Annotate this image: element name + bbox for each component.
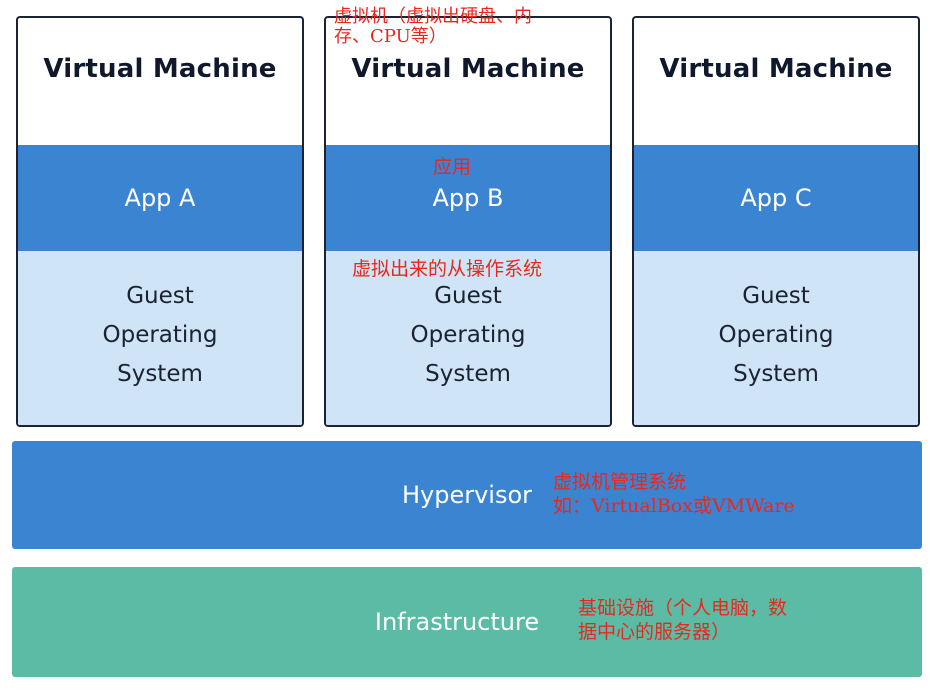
- app-b-block: App B: [326, 145, 610, 251]
- infrastructure-label: Infrastructure: [374, 608, 540, 636]
- guest-os-line: Guest: [742, 282, 810, 309]
- hypervisor-label: Hypervisor: [401, 481, 533, 509]
- guest-os-line: System: [425, 360, 511, 387]
- app-c-block: App C: [634, 145, 918, 251]
- guest-os-line: Guest: [434, 282, 502, 309]
- app-annotation: 应用: [433, 156, 472, 178]
- vm-title: Virtual Machine: [43, 54, 277, 84]
- guest-os-block: Guest Operating System: [18, 251, 302, 425]
- vm-annotation: 虚拟机（虚拟出硬盘、内 存、CPU等）: [334, 6, 532, 47]
- guest-os-block: Guest Operating System: [326, 251, 610, 425]
- guest-os-line: Guest: [126, 282, 194, 309]
- hypervisor-annotation: 虚拟机管理系统 如：VirtualBox或VMWare: [553, 471, 795, 517]
- infrastructure-layer: Infrastructure: [12, 567, 922, 677]
- virtual-machine-a: Virtual Machine App A Guest Operating Sy…: [16, 16, 304, 427]
- vm-title: Virtual Machine: [351, 54, 585, 84]
- guest-os-annotation: 虚拟出来的从操作系统: [352, 258, 543, 280]
- vm-title: Virtual Machine: [659, 54, 893, 84]
- virtual-machine-b: Virtual Machine App B Guest Operating Sy…: [324, 16, 612, 427]
- guest-os-line: System: [117, 360, 203, 387]
- guest-os-line: Operating: [102, 321, 218, 348]
- guest-os-block: Guest Operating System: [634, 251, 918, 425]
- app-a-block: App A: [18, 145, 302, 251]
- guest-os-line: Operating: [410, 321, 526, 348]
- infrastructure-annotation: 基础设施（个人电脑，数 据中心的服务器）: [578, 597, 788, 643]
- guest-os-line: System: [733, 360, 819, 387]
- virtual-machine-c: Virtual Machine App C Guest Operating Sy…: [632, 16, 920, 427]
- guest-os-line: Operating: [718, 321, 834, 348]
- hypervisor-layer: Hypervisor: [12, 441, 922, 549]
